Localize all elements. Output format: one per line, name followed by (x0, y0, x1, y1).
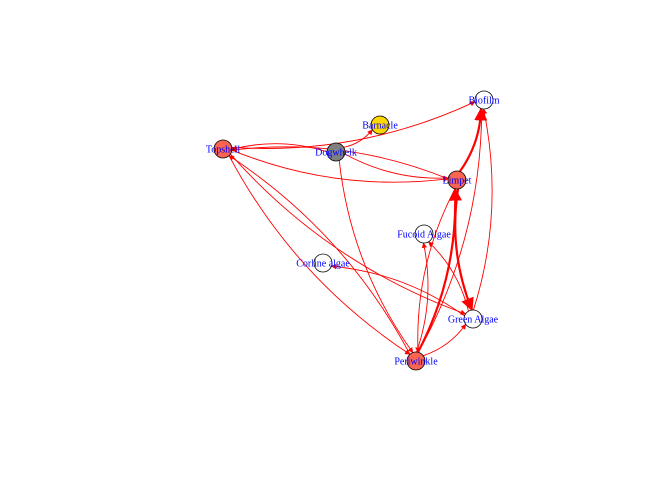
edge-limpet-to-biofilm (458, 107, 488, 173)
edge-topshell-to-periwinkle (228, 155, 411, 355)
node-label-green: Green Algae (448, 315, 499, 326)
edge-dogwhelk-to-topshell (231, 143, 328, 153)
edge-dogwhelk-to-periwinkle (338, 160, 414, 354)
node-fucoid (414, 224, 434, 244)
node-limpet (447, 170, 467, 190)
edge-green-to-fucoid (428, 241, 469, 312)
edge-periwinkle-to-green (423, 323, 467, 357)
node-dogwhelk (326, 142, 346, 162)
edge-dogwhelk-to-barnacle (343, 129, 373, 148)
node-label-limpet: Limpet (443, 176, 472, 187)
node-periwinkle (406, 351, 426, 371)
edge-green-to-coralline (330, 263, 465, 317)
node-label-topshell: Topshell (206, 145, 241, 156)
node-label-periwinkle: Periwinkle (394, 357, 438, 368)
node-label-dogwhelk: Dogwhelk (315, 148, 357, 159)
edge-topshell-to-limpet (231, 149, 449, 183)
edge-periwinkle-to-topshell (228, 155, 411, 355)
node-topshell (213, 139, 233, 159)
node-label-coralline: Corline algae (296, 259, 350, 270)
edge-dogwhelk-to-limpet (344, 153, 449, 181)
edge-periwinkle-to-limpet (417, 187, 463, 353)
edge-limpet-to-green (454, 188, 474, 312)
node-label-biofilm: Biofilm (468, 96, 499, 107)
edge-periwinkle-to-fucoid (416, 242, 429, 353)
node-barnacle (370, 115, 390, 135)
node-label-barnacle: Barnacle (362, 121, 398, 132)
node-biofilm (474, 90, 494, 110)
node-coralline (313, 253, 333, 273)
node-green (463, 309, 483, 329)
node-label-fucoid: Fucoid Algae (397, 230, 451, 241)
edge-periwinkle-to-biofilm (417, 108, 485, 353)
edge-topshell-to-biofilm (231, 101, 476, 149)
edge-limpet-to-periwinkle (415, 188, 456, 353)
edge-green-to-biofilm (473, 108, 493, 311)
